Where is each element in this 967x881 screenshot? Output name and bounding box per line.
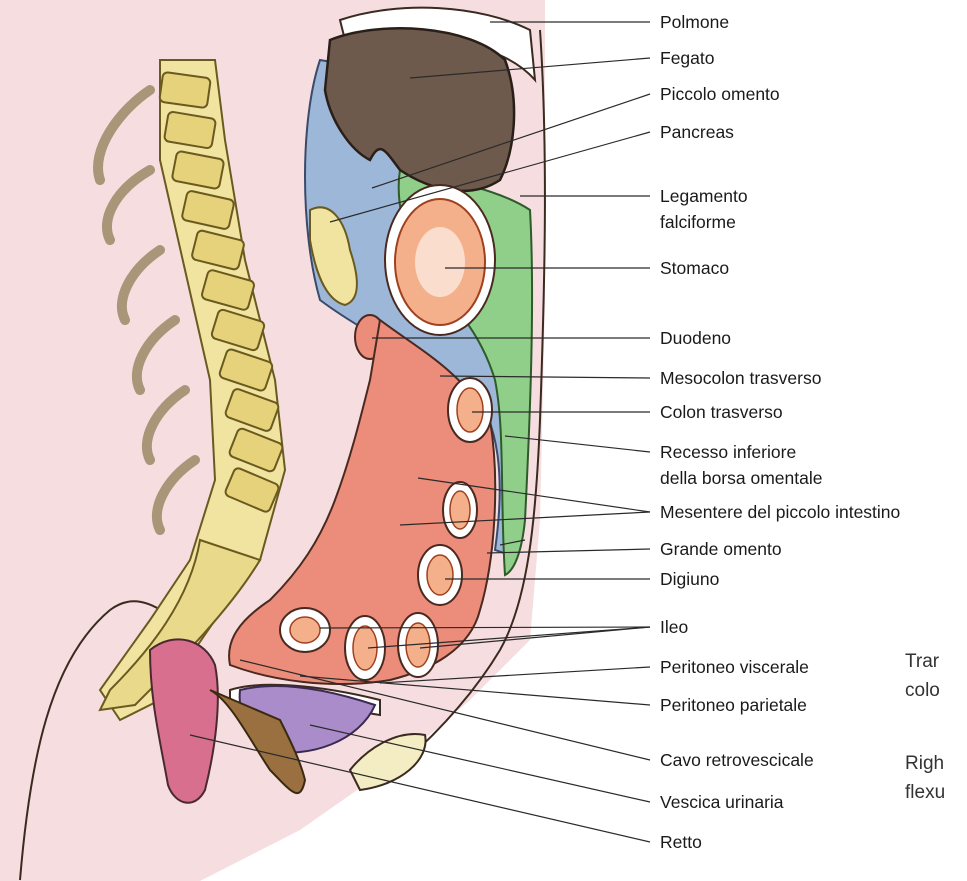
cropped-text-1: Trar xyxy=(905,651,940,672)
label-polmone: Polmone xyxy=(660,12,729,32)
label-mesentere: Mesentere del piccolo intestino xyxy=(660,502,900,522)
label-stomaco: Stomaco xyxy=(660,258,729,278)
label-recesso-line2: della borsa omentale xyxy=(660,468,822,488)
label-peritoneo-parietale: Peritoneo parietale xyxy=(660,695,807,715)
label-fegato: Fegato xyxy=(660,48,714,68)
cropped-side-text: Trar colo Righ flexu xyxy=(905,651,945,803)
ileum-loop-1-lumen xyxy=(290,617,320,643)
label-piccolo-omento: Piccolo omento xyxy=(660,84,780,104)
label-retto: Retto xyxy=(660,832,702,852)
vertebra-1 xyxy=(159,72,211,108)
label-peritoneo-viscerale: Peritoneo viscerale xyxy=(660,657,809,677)
label-duodeno: Duodeno xyxy=(660,328,731,348)
label-colon: Colon trasverso xyxy=(660,402,783,422)
label-mesocolon: Mesocolon trasverso xyxy=(660,368,821,388)
label-grande-omento: Grande omento xyxy=(660,539,782,559)
jejunum-loop-1-lumen xyxy=(450,491,470,529)
label-cavo-retrovescicale: Cavo retrovescicale xyxy=(660,750,814,770)
jejunum-lumen xyxy=(427,555,453,595)
stomach-lumen xyxy=(415,227,465,297)
transverse-colon-lumen xyxy=(457,388,483,432)
cropped-text-2: colo xyxy=(905,680,940,701)
label-recesso-line1: Recesso inferiore xyxy=(660,442,796,462)
vertebra-2 xyxy=(164,111,216,149)
label-ileo: Ileo xyxy=(660,617,688,637)
cropped-text-4: flexu xyxy=(905,782,945,803)
label-legamento-line1: Legamento xyxy=(660,186,748,206)
cropped-text-3: Righ xyxy=(905,753,944,774)
labels: Polmone Fegato Piccolo omento Pancreas L… xyxy=(660,12,900,852)
label-vescica-urinaria: Vescica urinaria xyxy=(660,792,784,812)
label-pancreas: Pancreas xyxy=(660,122,734,142)
label-digiuno: Digiuno xyxy=(660,569,719,589)
label-legamento-line2: falciforme xyxy=(660,212,736,232)
